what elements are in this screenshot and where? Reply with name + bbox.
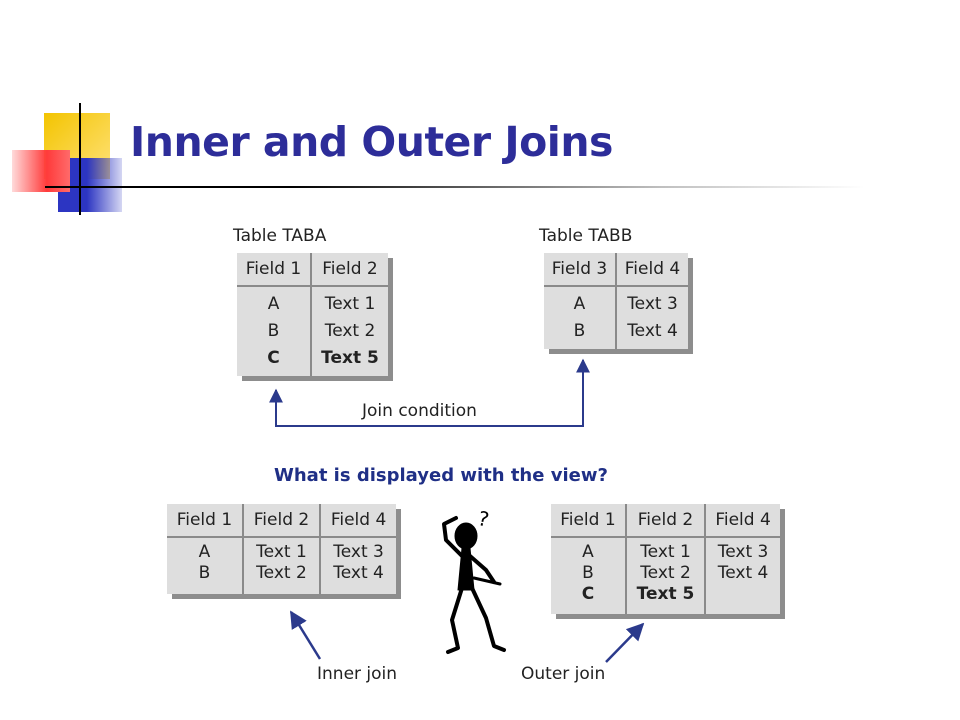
question-mark-icon: ? (476, 506, 491, 532)
cell: A (267, 294, 280, 314)
table-tabb-caption: Table TABB (539, 226, 633, 246)
inner-col-2: Text 1 Text 2 (241, 537, 321, 594)
cell: Text 2 (324, 321, 376, 341)
tabb-col-1: A B (544, 286, 616, 349)
inner-header-2: Field 2 (241, 504, 321, 538)
cell: A (573, 294, 586, 314)
cell: Text 1 (640, 542, 691, 562)
outer-col-2: Text 1 Text 2 Text 5 (624, 537, 706, 614)
outer-header-3: Field 4 (704, 504, 780, 538)
inner-join-view: Field 1 Field 2 Field 4 A B Text 1 Text … (167, 504, 396, 594)
outer-header-1: Field 1 (551, 504, 626, 538)
outer-header-2: Field 2 (624, 504, 706, 538)
tabb-col-2: Text 3 Text 4 (615, 286, 688, 349)
cell: Text 4 (333, 563, 384, 583)
cell: B (267, 321, 280, 341)
slide-title: Inner and Outer Joins (130, 118, 613, 166)
cell: Text 2 (256, 563, 307, 583)
cell: Text 1 (324, 294, 376, 314)
cell: Text 1 (256, 542, 307, 562)
table-tabb: Field 3 Field 4 A B Text 3 Text 4 (544, 253, 688, 349)
outer-join-label: Outer join (521, 664, 606, 684)
outer-col-3: Text 3 Text 4 (704, 537, 780, 614)
inner-header-3: Field 4 (319, 504, 396, 538)
cell: Text 3 (627, 294, 678, 314)
cell: B (198, 563, 211, 583)
confused-stick-figure (442, 516, 506, 654)
decor-red-square (12, 150, 70, 192)
inner-join-label: Inner join (317, 664, 398, 684)
view-question: What is displayed with the view? (274, 465, 608, 486)
cell: C (581, 584, 595, 604)
tabb-header-2: Field 4 (615, 253, 688, 287)
join-condition-label: Join condition (362, 401, 477, 421)
title-rule (45, 186, 865, 188)
join-condition-arrow (269, 358, 590, 427)
tabb-header-1: Field 3 (544, 253, 616, 287)
cell: Text 4 (717, 563, 769, 583)
outer-join-view: Field 1 Field 2 Field 4 A B C Text 1 Tex… (551, 504, 780, 614)
cell: A (582, 542, 594, 562)
outer-col-1: A B C (551, 537, 626, 614)
outer-join-arrow (605, 622, 645, 663)
cell: Text 2 (640, 563, 691, 583)
cell: B (573, 321, 586, 341)
cell: Text 3 (333, 542, 384, 562)
cell: B (582, 563, 594, 583)
cell: Text 5 (636, 584, 695, 604)
inner-join-arrow (289, 610, 322, 660)
inner-col-3: Text 3 Text 4 (319, 537, 396, 594)
taba-header-1: Field 1 (237, 253, 312, 287)
cell: A (198, 542, 211, 562)
table-taba-caption: Table TABA (233, 226, 327, 246)
taba-header-2: Field 2 (310, 253, 388, 287)
cell: Text 4 (627, 321, 678, 341)
cell: Text 3 (717, 542, 769, 562)
inner-col-1: A B (167, 537, 243, 594)
inner-header-1: Field 1 (167, 504, 243, 538)
decor-vertical-line (79, 103, 81, 215)
